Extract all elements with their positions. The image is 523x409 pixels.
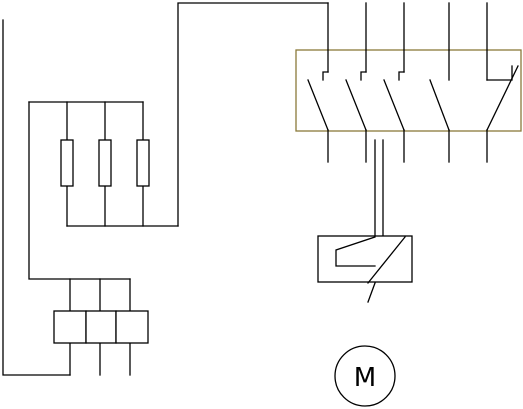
fuse-3 [136,139,150,187]
terminal-cell-2 [85,310,117,344]
terminal-cell-3 [115,310,149,344]
contactor-poles [307,2,519,163]
motor: M [334,345,396,407]
left-supply-wire [2,19,71,376]
motor-label: M [354,363,376,393]
motor-circle [334,345,396,407]
terminal-cell-1 [53,310,87,344]
fuse-2 [98,139,112,187]
terminal-block [53,278,149,376]
thermal-overload-relay [317,235,413,303]
fuse-1 [60,139,74,187]
contactor-housing [295,49,522,132]
fuse-block [28,2,329,280]
